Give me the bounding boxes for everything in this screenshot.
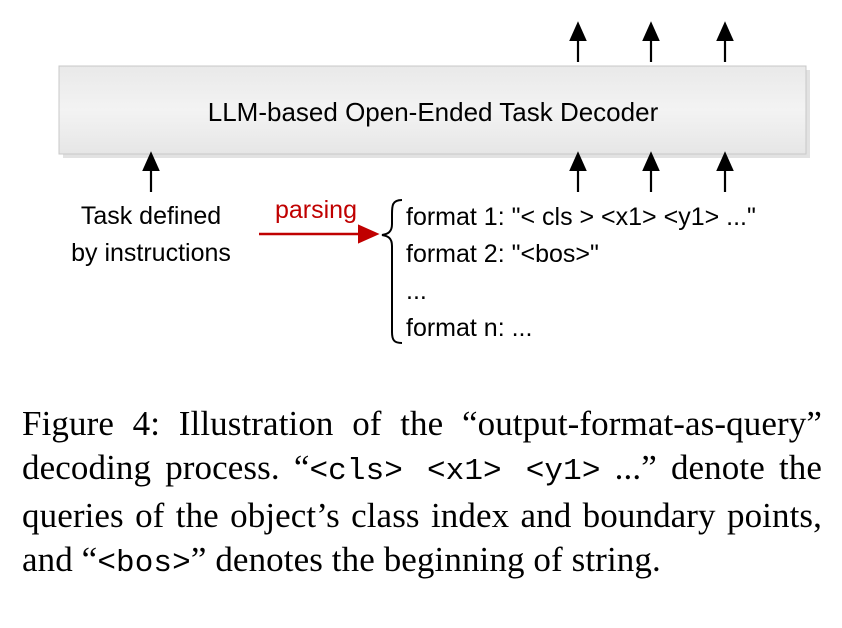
decoding-diagram: LLM-based Open-Ended Task Decoder Task d… <box>58 21 810 344</box>
parsing-label: parsing <box>275 196 357 224</box>
format-line-2: format 2: "<bos>" <box>406 240 599 268</box>
input-arrows <box>142 151 734 192</box>
caption-text-2: ...” denote the queries of the object’s … <box>22 448 823 579</box>
figure-caption: Figure 4: Illustration of the “output-fo… <box>22 402 822 586</box>
caption-text-3: ” denotes the beginning of string. <box>190 540 661 579</box>
format-line-3: ... <box>406 277 427 305</box>
output-arrows <box>569 21 734 62</box>
caption-code-1: <cls> <x1> <y1> <box>309 454 601 489</box>
task-line-1: Task defined <box>81 202 221 230</box>
caption-code-2: <bos> <box>97 546 191 581</box>
caption-text-1: Illustration of the “output-format-as-qu… <box>22 404 822 487</box>
figure-label: Figure 4: <box>22 404 161 443</box>
task-line-2: by instructions <box>71 239 231 267</box>
format-line-1: format 1: "< cls > <x1> <y1> ..." <box>406 203 756 231</box>
decoder-label: LLM-based Open-Ended Task Decoder <box>208 97 659 127</box>
format-brace <box>381 199 403 344</box>
decoder-box: LLM-based Open-Ended Task Decoder <box>58 65 810 158</box>
format-line-4: format n: ... <box>406 314 532 342</box>
parsing-arrow: parsing <box>259 196 380 244</box>
